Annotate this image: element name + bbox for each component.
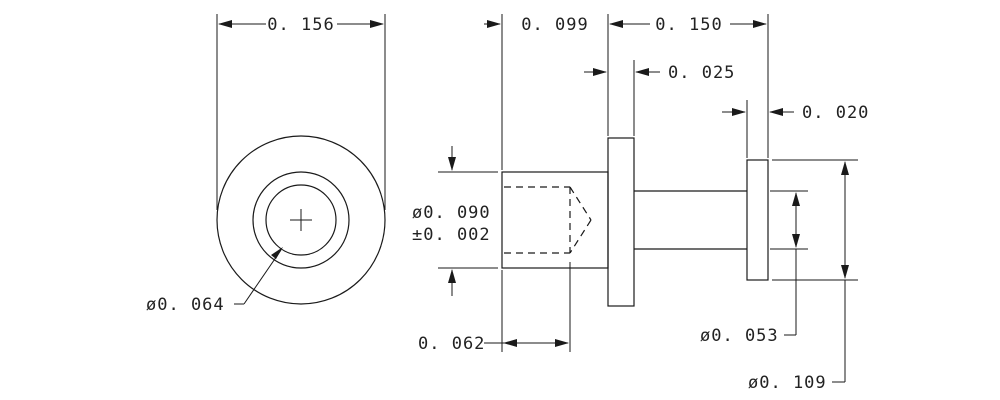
dimension-front-bore-depth: 0. 062: [418, 262, 571, 354]
dim-label-0109: ø0. 109: [748, 373, 827, 393]
dimension-end-cap-diameter: ø0. 109: [748, 159, 858, 393]
dim-label-0090: ø0. 090: [412, 203, 491, 223]
dim-label-tolerance: ±0. 002: [412, 225, 491, 245]
flange: [607, 137, 635, 307]
hidden-bore: [504, 186, 592, 254]
dimension-flange-to-back: 0. 150: [609, 15, 767, 35]
dimension-end-cap-thickness: 0. 020: [722, 103, 869, 123]
dimension-overall-diameter: 0. 156: [218, 15, 384, 35]
dim-label-0064: ø0. 064: [146, 295, 225, 315]
dim-label-0053: ø0. 053: [700, 326, 779, 346]
dimension-flange-thickness: 0. 025: [584, 63, 735, 83]
dim-label-0156: 0. 156: [267, 15, 334, 35]
dim-label-0020: 0. 020: [802, 103, 869, 123]
inner-circle: [265, 184, 337, 256]
middle-circle: [252, 171, 350, 269]
outer-circle: [216, 135, 386, 305]
dim-label-0025: 0. 025: [668, 63, 735, 83]
dimension-shaft-diameter: ø0. 053: [700, 190, 808, 346]
end-cap: [746, 159, 769, 281]
dim-label-0099: 0. 099: [521, 15, 588, 35]
end-view: 0. 156 ø0. 064: [146, 14, 386, 315]
dimension-flange-to-front: 0. 099: [484, 15, 588, 35]
dim-label-0062: 0. 062: [418, 334, 485, 354]
dim-label-0150: 0. 150: [655, 15, 722, 35]
dimension-front-diameter: ø0. 090 ±0. 002: [412, 146, 498, 296]
leader-inner-circle: ø0. 064: [146, 247, 283, 315]
side-view: 0. 099 0. 150 0. 025 0. 020: [412, 14, 869, 393]
